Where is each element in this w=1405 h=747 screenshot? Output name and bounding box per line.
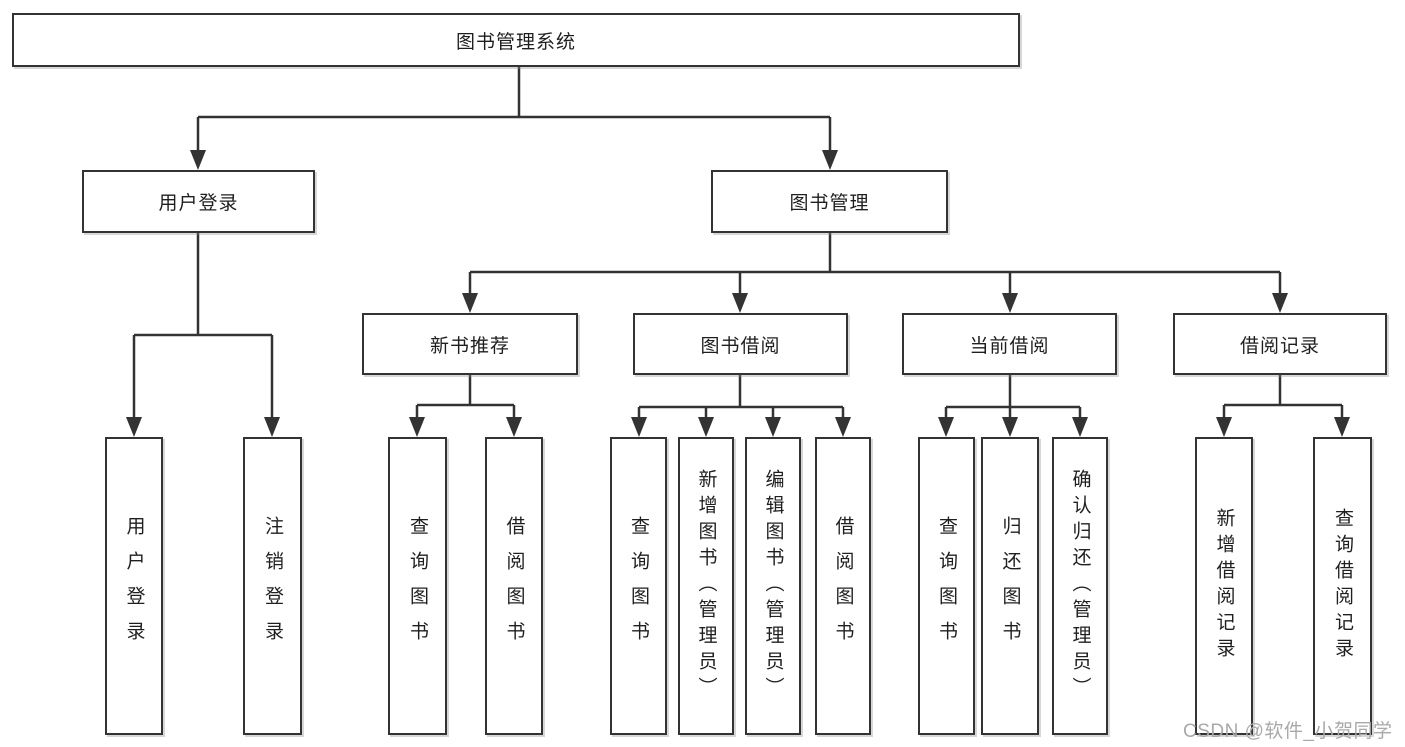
leaf-borrow-books-recommend: 借阅图书 bbox=[485, 437, 543, 735]
arrowheads-new-book-branch bbox=[409, 417, 522, 437]
leaf-return-books: 归还图书 bbox=[981, 437, 1039, 735]
node-label: 归还图书 bbox=[999, 516, 1021, 656]
leaf-confirm-return-admin: 确认归还（管理员） bbox=[1052, 437, 1108, 735]
node-user-login: 用户登录 bbox=[82, 170, 315, 233]
connector-current-borrow-branch bbox=[944, 375, 1082, 420]
connector-user-login-branch bbox=[132, 233, 274, 420]
arrowheads-borrow-records-branch bbox=[1216, 417, 1350, 437]
leaf-query-books-current: 查询图书 bbox=[918, 437, 975, 735]
connector-root-branch bbox=[196, 67, 832, 153]
arrowheads-current-borrow-branch bbox=[938, 417, 1088, 437]
leaf-query-borrow-record: 查询借阅记录 bbox=[1313, 437, 1372, 735]
leaf-edit-books-admin: 编辑图书（管理员） bbox=[745, 437, 801, 735]
connector-new-book-branch bbox=[415, 375, 516, 420]
node-book-management: 图书管理 bbox=[711, 170, 948, 233]
connector-borrow-records-branch bbox=[1222, 375, 1344, 420]
node-label: 查询图书 bbox=[936, 516, 957, 656]
node-label: 查询图书 bbox=[407, 516, 428, 656]
arrowheads-user-login-branch bbox=[126, 417, 280, 437]
node-library-management-system: 图书管理系统 bbox=[12, 13, 1020, 67]
node-label: 注销登录 bbox=[262, 516, 283, 656]
node-label: 查询图书 bbox=[628, 516, 649, 656]
arrowheads-book-borrow-branch bbox=[631, 417, 851, 437]
node-label: 当前借阅 bbox=[969, 335, 1050, 357]
node-new-book-recommendation: 新书推荐 bbox=[362, 313, 578, 375]
leaf-user-login: 用户登录 bbox=[105, 437, 163, 735]
arrowheads-book-management-branch bbox=[462, 293, 1288, 313]
node-label: 借阅图书 bbox=[503, 516, 525, 656]
node-label: 借阅记录 bbox=[1239, 335, 1320, 357]
node-label: 新增借阅记录 bbox=[1213, 508, 1235, 664]
connector-book-management-branch bbox=[468, 233, 1282, 296]
node-label: 查询借阅记录 bbox=[1332, 508, 1353, 664]
node-label: 编辑图书（管理员） bbox=[762, 469, 784, 703]
node-current-borrowing: 当前借阅 bbox=[902, 313, 1117, 375]
connector-book-borrow-branch bbox=[637, 375, 845, 420]
node-label: 图书管理系统 bbox=[455, 31, 576, 53]
node-borrowing-records: 借阅记录 bbox=[1173, 313, 1387, 375]
leaf-borrow-books: 借阅图书 bbox=[815, 437, 871, 735]
leaf-logout: 注销登录 bbox=[243, 437, 302, 735]
leaf-query-books-recommend: 查询图书 bbox=[388, 437, 447, 735]
arrowheads-root-branch bbox=[190, 150, 838, 170]
node-label: 用户登录 bbox=[158, 193, 239, 214]
node-label: 借阅图书 bbox=[832, 516, 854, 656]
csdn-watermark: CSDN @软件_小贺同学 bbox=[1183, 721, 1393, 742]
leaf-add-books-admin: 新增图书（管理员） bbox=[678, 437, 734, 735]
node-book-borrowing: 图书借阅 bbox=[633, 313, 848, 375]
node-label: 用户登录 bbox=[123, 516, 145, 656]
node-label: 新书推荐 bbox=[429, 335, 510, 357]
leaf-query-books-borrowing: 查询图书 bbox=[610, 437, 667, 735]
node-label: 确认归还（管理员） bbox=[1069, 469, 1091, 703]
node-label: 新增图书（管理员） bbox=[695, 469, 717, 703]
leaf-add-borrow-record: 新增借阅记录 bbox=[1195, 437, 1253, 735]
node-label: 图书管理 bbox=[789, 193, 870, 214]
node-label: 图书借阅 bbox=[700, 335, 781, 357]
